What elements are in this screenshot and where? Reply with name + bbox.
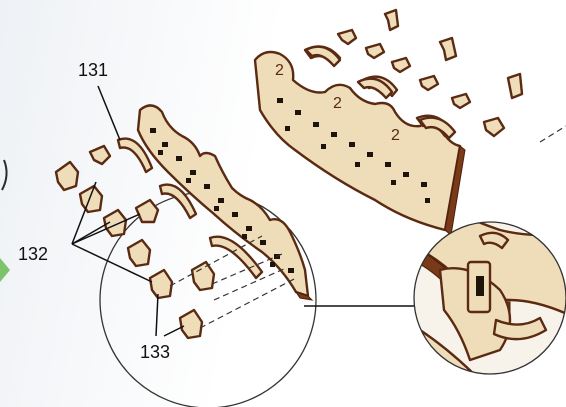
clips-133 [148,260,216,340]
rear-rail [253,50,462,232]
part-131 [116,137,154,174]
rear-assembly: 2 2 2 [253,45,466,236]
svg-text:2: 2 [391,127,400,144]
green-arrow-fragment [0,258,10,282]
arc-fragment [1,159,8,191]
callout-133: 133 [140,342,170,362]
callout-132: 132 [18,244,48,264]
detail-view [413,221,566,375]
guide-lines [169,235,297,329]
svg-text:2: 2 [275,62,284,79]
leader-lines [71,85,185,337]
loose-small-pieces-top [304,8,524,140]
callout-131: 131 [78,60,108,80]
guide-line-top [539,125,566,143]
svg-text:2: 2 [333,95,342,112]
rear-rail-slots [277,98,430,203]
u-clips-132 [54,144,160,268]
